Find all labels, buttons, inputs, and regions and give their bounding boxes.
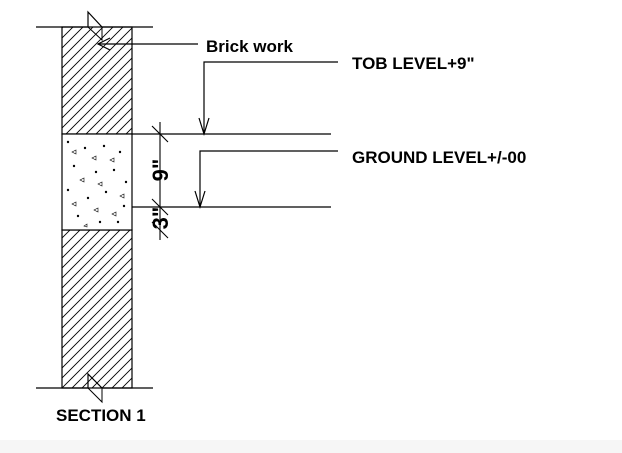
break-line-top	[36, 10, 153, 42]
dimension-line	[151, 122, 169, 240]
dimension-label-3in: 3"	[148, 207, 173, 230]
break-line-bottom	[36, 372, 153, 404]
dimension-label-9in: 9"	[148, 159, 173, 182]
section-title: SECTION 1	[56, 406, 146, 425]
ground-level-leader	[194, 150, 338, 210]
brick-work-label: Brick work	[206, 37, 293, 56]
ground-level-label: GROUND LEVEL+/-00	[352, 148, 526, 167]
brick-wall-upper	[61, 26, 133, 135]
concrete-block	[61, 133, 133, 231]
tob-level-leader	[198, 61, 338, 137]
brick-work-leader	[96, 37, 198, 51]
section-drawing: 9" 3" Brick work TOB LEVEL+9" GROUND LEV…	[36, 10, 526, 425]
brick-wall-lower	[61, 229, 133, 389]
drawing-area: 9" 3" Brick work TOB LEVEL+9" GROUND LEV…	[36, 10, 527, 425]
tob-level-label: TOB LEVEL+9"	[352, 54, 475, 73]
